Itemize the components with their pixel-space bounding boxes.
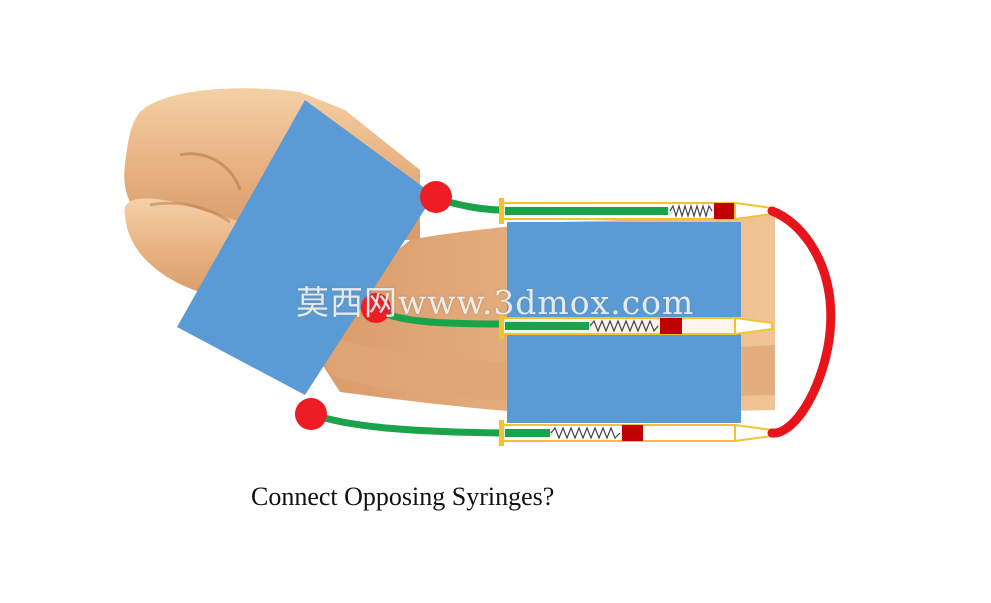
connector-tube xyxy=(767,206,836,438)
bottom-joint-dot xyxy=(295,398,327,430)
syringe-flange xyxy=(499,313,504,339)
tilted-block xyxy=(177,100,434,395)
syringe-tip xyxy=(734,316,773,336)
top-joint-dot xyxy=(420,181,452,213)
spring xyxy=(669,203,713,219)
middle-syringe xyxy=(499,313,773,339)
middle-joint-dot xyxy=(361,293,391,323)
plunger-head xyxy=(660,318,682,334)
upper-forearm-block xyxy=(507,222,741,317)
plunger-head xyxy=(714,203,734,219)
bottom-syringe xyxy=(499,420,773,446)
watermark-text: 莫西网www.3dmox.com xyxy=(296,283,695,322)
top-syringe xyxy=(499,198,773,224)
spring xyxy=(589,319,659,333)
syringe-flange xyxy=(499,420,504,446)
plunger-rod xyxy=(505,429,550,437)
plunger-rod xyxy=(505,322,589,330)
plunger-rod xyxy=(505,207,668,215)
spring xyxy=(550,426,621,440)
diagram-caption: Connect Opposing Syringes? xyxy=(251,482,555,511)
lower-forearm-block xyxy=(507,333,741,423)
bottom-tube xyxy=(308,410,554,437)
syringe-flange xyxy=(499,198,504,224)
plunger-head xyxy=(622,425,643,441)
syringe-tip xyxy=(734,423,773,443)
